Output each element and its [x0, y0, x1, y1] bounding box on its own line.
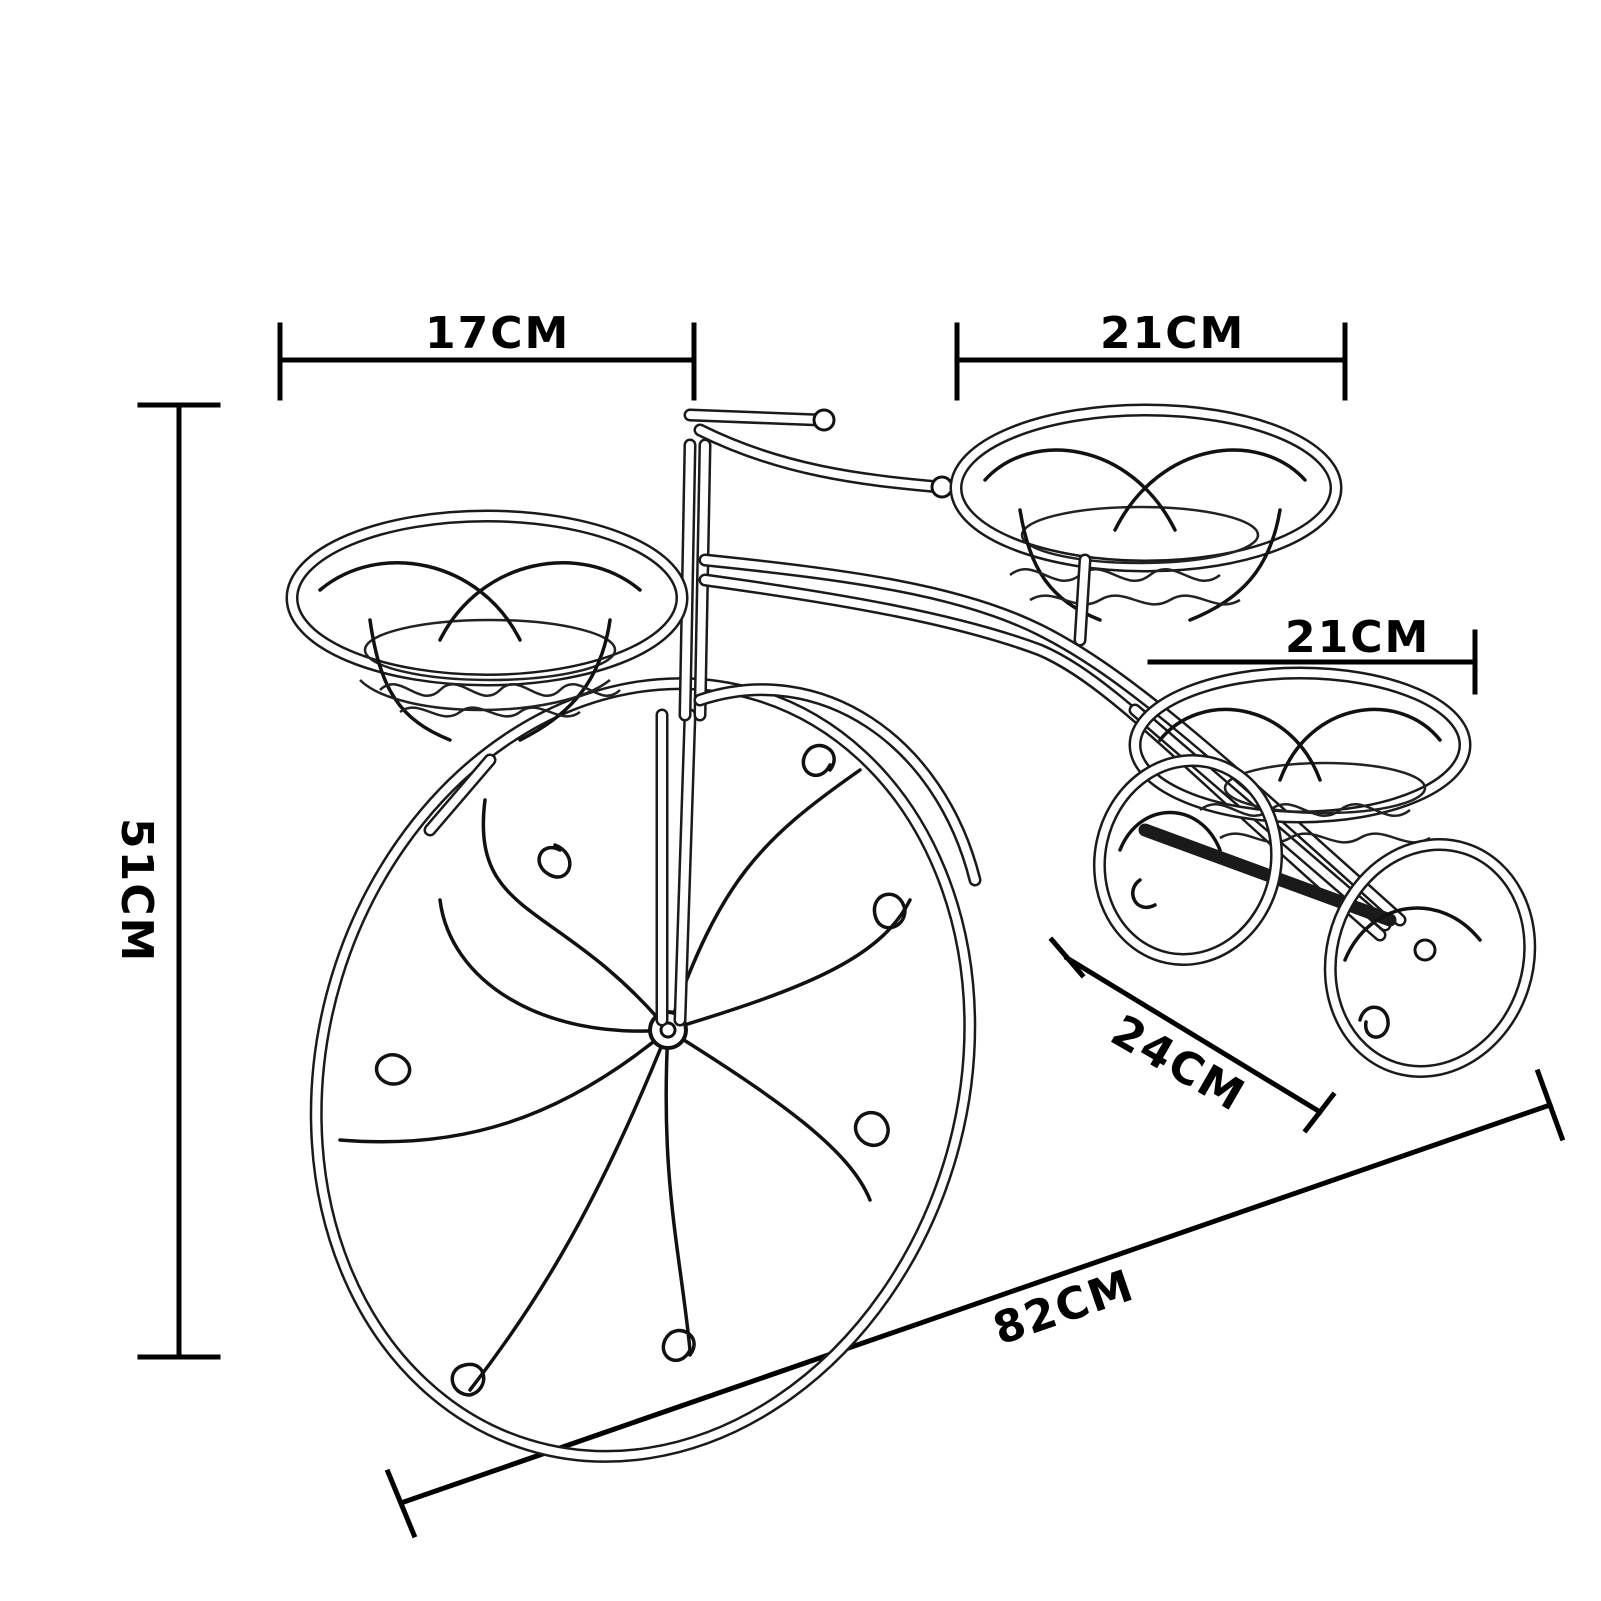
- dimension-middle-basket: 21CM: [954, 308, 1348, 401]
- rear-wheel-right: [1323, 838, 1537, 1078]
- left-basket: [285, 509, 689, 837]
- dimension-length: 82CM: [384, 1068, 1566, 1539]
- rear-basket: [1128, 666, 1472, 844]
- dimension-height: 51CM: [111, 402, 221, 1360]
- dimension-left-basket: 17CM: [277, 308, 697, 401]
- middle-basket-width-label: 21CM: [1100, 308, 1245, 359]
- rear-wheel-left: [1092, 753, 1284, 967]
- rear-basket-width-label: 21CM: [1285, 612, 1430, 663]
- middle-basket: [949, 403, 1343, 647]
- dimension-depth: 24CM: [1048, 936, 1337, 1134]
- front-wheel: [309, 677, 977, 1463]
- dimension-rear-basket: 21CM: [1147, 612, 1478, 695]
- front-fork: [655, 438, 982, 1027]
- handlebar: [683, 408, 954, 499]
- height-label: 51CM: [111, 818, 162, 963]
- left-basket-width-label: 17CM: [425, 308, 570, 359]
